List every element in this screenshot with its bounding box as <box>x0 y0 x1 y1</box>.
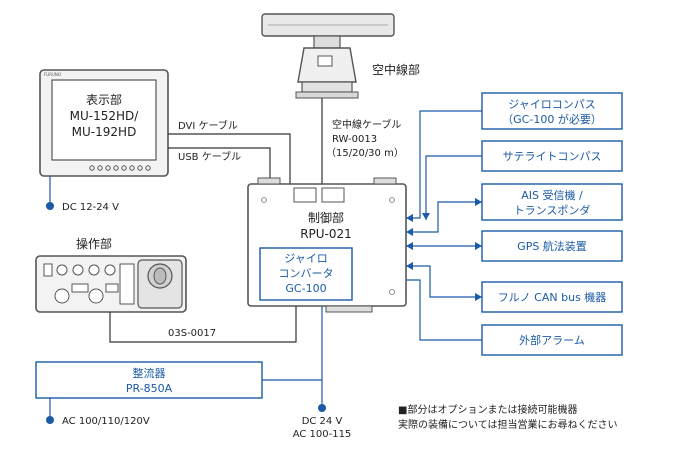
display-unit: FURUNO 表示部 MU-152HD/ MU-192HD <box>39 69 169 177</box>
control-name-line1: 制御部 <box>308 210 344 225</box>
gyro-converter-box: ジャイロ コンバータ GC-100 <box>259 247 353 301</box>
ext-box-gps: GPS 航法装置 <box>481 230 623 262</box>
ext-gyro-line2: （GC-100 が必要） <box>502 112 602 126</box>
control-power-line2: AC 100-115 <box>293 429 352 440</box>
ext-box-gyro-compass: ジャイロコンパス （GC-100 が必要） <box>481 92 623 130</box>
installation-note: 実際の装備については担当営業にお尋ねください <box>398 418 618 431</box>
legend-note: ■部分はオプションまたは接続可能機器 <box>398 403 577 416</box>
operation-label: 操作部 <box>76 236 112 251</box>
antenna-cable-label-1: 空中線ケーブル <box>332 118 401 131</box>
display-buttons <box>89 165 151 171</box>
ext-gyro-line1: ジャイロコンパス <box>508 98 595 111</box>
ext-can-line1: フルノ CAN bus 機器 <box>498 290 607 304</box>
control-power-dot <box>318 404 326 412</box>
external-arrowheads <box>406 198 482 301</box>
display-brand: FURUNO <box>44 72 61 77</box>
antenna-unit <box>261 13 395 99</box>
operation-cable-line <box>109 306 297 343</box>
ext-box-satellite-compass: サテライトコンパス <box>481 140 623 172</box>
rectifier-power-label: AC 100/110/120V <box>62 416 150 427</box>
antenna-cable-label-2: RW-0013 <box>332 134 377 145</box>
control-name-line2: RPU-021 <box>300 227 352 241</box>
rectifier-power-dot <box>46 416 54 424</box>
gyro-converter-line1: ジャイロ <box>284 252 327 265</box>
display-name-line1: 表示部 <box>86 92 122 107</box>
ext-satellite-line1: サテライトコンパス <box>503 150 602 163</box>
rectifier-line2: PR-850A <box>126 382 173 395</box>
ext-ais-line1: AIS 受信機 / <box>521 188 583 202</box>
ext-alarm-line1: 外部アラーム <box>519 333 585 347</box>
display-name-line2: MU-152HD/ <box>70 109 140 123</box>
operation-cable-label: 03S-0017 <box>168 328 216 339</box>
antenna-label: 空中線部 <box>372 62 420 77</box>
usb-cable-label: USB ケーブル <box>178 150 241 163</box>
gyro-converter-line2: コンバータ <box>279 267 334 280</box>
ext-box-can-bus: フルノ CAN bus 機器 <box>481 281 623 313</box>
dvi-cable-label: DVI ケーブル <box>178 119 238 132</box>
dvi-cable-line <box>168 133 291 184</box>
antenna-cable-label-3: （15/20/30 m） <box>326 147 404 159</box>
ext-box-ais: AIS 受信機 / トランスポンダ <box>481 183 623 221</box>
rectifier-line1: 整流器 <box>133 366 166 380</box>
ext-box-alarm: 外部アラーム <box>481 324 623 356</box>
operation-unit <box>35 255 187 313</box>
rectifier-box: 整流器 PR-850A <box>35 361 263 399</box>
display-name-line3: MU-192HD <box>72 125 137 139</box>
ext-ais-line2: トランスポンダ <box>514 203 591 217</box>
display-power-dot <box>46 202 54 210</box>
display-power-label: DC 12-24 V <box>62 202 119 213</box>
usb-cable-line <box>168 147 271 184</box>
gyro-converter-line3: GC-100 <box>285 282 326 295</box>
control-power-line1: DC 24 V <box>302 416 343 427</box>
ext-gps-line1: GPS 航法装置 <box>517 239 587 253</box>
external-connections <box>406 110 482 341</box>
